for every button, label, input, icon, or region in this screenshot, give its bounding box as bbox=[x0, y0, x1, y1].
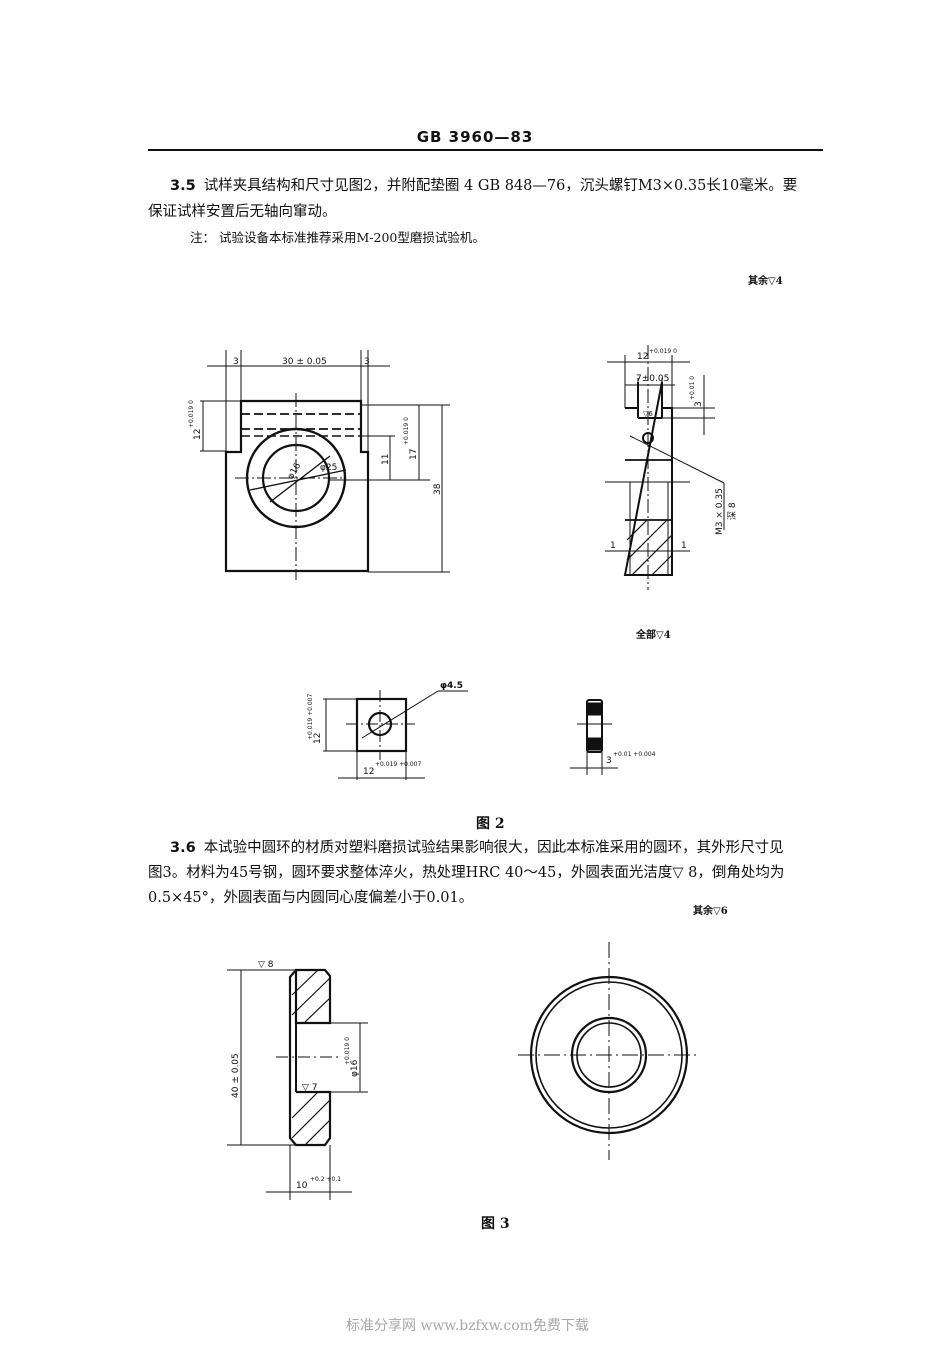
figure-2-caption: 图 2 bbox=[476, 816, 505, 832]
note: 注： 试验设备本标准推荐采用M-200型磨损试验机。 bbox=[190, 230, 485, 245]
dim-3-right: 3 bbox=[364, 357, 370, 367]
section-mark-left: 1 bbox=[610, 541, 616, 551]
finish-outer: ▽ 8 bbox=[258, 960, 274, 970]
header-rule bbox=[148, 149, 823, 151]
surface-note-all: 全部▽4 bbox=[636, 630, 671, 641]
dim-hole-phi: φ4.5 bbox=[440, 681, 463, 691]
dim-3-left: 3 bbox=[233, 357, 239, 367]
dim-sq-w12: 12 bbox=[363, 767, 374, 777]
dim-17: 17 bbox=[409, 449, 419, 460]
paragraph-text: 试样夹具结构和尺寸见图2，并附配垫圈 4 GB 848—76，沉头螺钉M3×0.… bbox=[203, 178, 798, 194]
dim-sq-h12-tol: +0.019 +0.007 bbox=[307, 694, 314, 740]
finish-inner: ▽ 7 bbox=[302, 1083, 318, 1093]
dim-10: 10 bbox=[296, 1181, 308, 1191]
section-3-5-line2: 保证试样安置后无轴向窜动。 bbox=[148, 204, 337, 220]
dim-38: 38 bbox=[433, 483, 443, 495]
section-3-6-line3: 0.5×45°，外圆表面与内圆同心度偏差小于0.01。 bbox=[148, 890, 474, 906]
dim-thick-3-tol: +0.01 +0.004 bbox=[613, 751, 656, 758]
section-number: 3.6 bbox=[170, 840, 196, 856]
square-insert-views bbox=[323, 690, 618, 780]
dim-side-12-tol: +0.019 0 bbox=[649, 348, 677, 355]
dim-phi25: φ25 bbox=[320, 463, 337, 473]
dim-10-tol: +0.2 +0.1 bbox=[310, 1176, 341, 1183]
dim-slot-3-tol: +0.01 0 bbox=[689, 376, 696, 400]
dim-11: 11 bbox=[381, 454, 391, 465]
dim-30: 30 ± 0.05 bbox=[282, 357, 327, 367]
surface-note: 其余▽4 bbox=[748, 276, 783, 287]
section-number: 3.5 bbox=[170, 178, 196, 194]
document-number: GB 3960—83 bbox=[416, 128, 534, 146]
dim-slot-3: 3 bbox=[694, 401, 704, 407]
dim-side-12: 12 bbox=[637, 352, 648, 362]
figure-3-caption: 图 3 bbox=[481, 1216, 510, 1232]
section-mark-right: 1 bbox=[681, 541, 687, 551]
dim-17-tol: +0.019 0 bbox=[403, 417, 410, 445]
ring-front-view bbox=[518, 942, 700, 1160]
paragraph-text: 本试验中圆环的材质对塑料磨损试验结果影响很大，因此本标准采用的圆环，其外形尺寸见 bbox=[203, 840, 784, 856]
section-3-6-line2: 图3。材料为45号钢，圆环要求整体淬火，热处理HRC 40～45，外圆表面光洁度… bbox=[148, 865, 785, 881]
section-3-5-line1: 3.5 试样夹具结构和尺寸见图2，并附配垫圈 4 GB 848—76，沉头螺钉M3… bbox=[170, 174, 797, 195]
dim-sq-w12-tol: +0.019 +0.007 bbox=[375, 761, 421, 768]
dim-12-tol: +0.019 0 bbox=[188, 400, 195, 428]
dim-sq-h12: 12 bbox=[313, 733, 323, 744]
dim-thick-3: 3 bbox=[606, 756, 612, 766]
slot-finish: ▽6 bbox=[643, 410, 653, 418]
thread-depth: 深 8 bbox=[727, 502, 738, 520]
dim-phi16-ring-tol: +0.019 0 bbox=[344, 1037, 351, 1065]
ring-section-view bbox=[227, 968, 368, 1200]
dim-phi16-ring: φ16 bbox=[350, 1059, 360, 1077]
watermark: 标准分享网 www.bzfxw.com免费下载 bbox=[346, 1318, 589, 1334]
fixture-side-view bbox=[605, 345, 725, 590]
dim-40: 40 ± 0.05 bbox=[231, 1053, 241, 1098]
fixture-front-view bbox=[200, 350, 450, 580]
surface-note-rest-fig3: 其余▽6 bbox=[693, 906, 728, 917]
thread-spec: M3 × 0.35 bbox=[715, 488, 725, 535]
dim-slot-7: 7±0.05 bbox=[636, 374, 669, 384]
section-3-6-line1: 3.6 本试验中圆环的材质对塑料磨损试验结果影响很大，因此本标准采用的圆环，其外形… bbox=[170, 836, 784, 857]
dim-12: 12 bbox=[193, 429, 203, 440]
